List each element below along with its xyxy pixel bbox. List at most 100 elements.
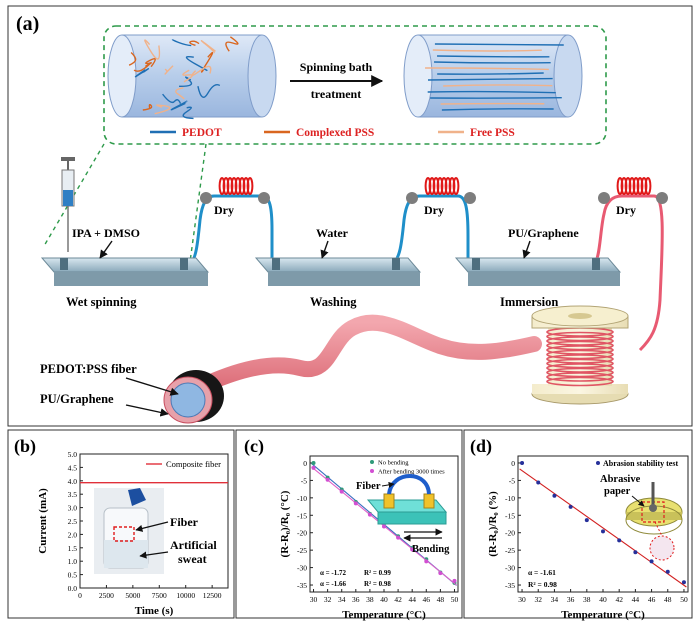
data-point — [520, 460, 525, 465]
x-tick-label: 40 — [380, 595, 388, 604]
data-point — [311, 465, 316, 470]
x-tick-label: 12500 — [203, 591, 222, 600]
y-tick-label: 4.5 — [68, 463, 78, 472]
x-tick-label: 38 — [366, 595, 374, 604]
fiber-pink — [468, 194, 664, 352]
panel-b-inset-photo — [94, 488, 164, 574]
x-tick-label: 36 — [567, 595, 575, 604]
r2-d: R² = 0.98 — [528, 580, 557, 589]
y-tick-label: 4.0 — [68, 477, 78, 486]
fiber-cross-section — [163, 370, 224, 424]
fit-line — [519, 468, 687, 588]
y-axis-label: (R-R₀)/R₀ (%) — [487, 491, 499, 557]
alpha-d: α = -1.61 — [528, 568, 556, 577]
y-tick-label: 1.0 — [68, 557, 78, 566]
legend-no-bending: No bending — [378, 460, 409, 467]
legend-after-bending: After bending 3000 times — [378, 469, 445, 476]
collection-spool — [531, 305, 629, 405]
step-immersion: Immersion — [500, 295, 558, 309]
x-tick-label: 50 — [680, 595, 688, 604]
x-tick-label: 0 — [78, 591, 82, 600]
data-point — [452, 578, 457, 583]
y-tick-label: -10 — [505, 494, 515, 503]
y-tick-label: -20 — [505, 529, 515, 538]
r2-1: R² = 0.99 — [364, 569, 391, 577]
panel-c-label: (c) — [244, 436, 264, 457]
dry-label-2: Dry — [424, 203, 444, 217]
y-tick-label: 0 — [511, 459, 515, 468]
y-tick-label: -35 — [297, 581, 307, 590]
alpha-1: α = -1.72 — [320, 569, 346, 577]
x-tick-label: 42 — [615, 595, 623, 604]
y-tick-label: 5.0 — [68, 450, 78, 459]
x-tick-label: 34 — [338, 595, 346, 604]
composite-fiber-tube — [170, 314, 542, 406]
y-tick-label: -25 — [297, 546, 307, 555]
step-washing: Washing — [310, 295, 357, 309]
y-axis-label: Current (mA) — [37, 488, 49, 554]
x-tick-label: 5000 — [125, 591, 140, 600]
heater-coil — [424, 177, 460, 195]
x-tick-label: 2500 — [99, 591, 114, 600]
y-tick-label: -30 — [297, 564, 307, 573]
y-axis-label: (R-R₀)/R₀ (°C) — [279, 490, 291, 557]
x-tick-label: 10000 — [176, 591, 195, 600]
data-point — [367, 512, 372, 517]
bath-wash — [254, 257, 422, 286]
y-tick-label: -30 — [505, 564, 515, 573]
data-point — [353, 501, 358, 506]
heater-coil — [218, 177, 254, 195]
x-tick-label: 32 — [324, 595, 332, 604]
roller — [406, 192, 418, 204]
y-tick-label: -5 — [301, 476, 307, 485]
x-tick-label: 42 — [394, 595, 402, 604]
x-tick-label: 44 — [408, 595, 416, 604]
water-label: Water — [316, 226, 349, 240]
data-point — [633, 550, 638, 555]
data-point — [665, 569, 670, 574]
x-tick-label: 48 — [437, 595, 445, 604]
panel-a: (a) Spinning bath treatment — [7, 5, 693, 427]
aligned-chains — [425, 43, 564, 111]
y-tick-label: 3.0 — [68, 504, 78, 513]
pedot-pss-fiber-label: PEDOT:PSS fiber — [40, 362, 137, 376]
heater-coil — [616, 177, 652, 195]
x-tick-label: 34 — [551, 595, 559, 604]
y-tick-label: 0 — [303, 459, 307, 468]
x-tick-label: 46 — [423, 595, 431, 604]
cylinder-before — [107, 34, 277, 118]
x-tick-label: 36 — [352, 595, 360, 604]
data-point — [552, 493, 557, 498]
x-tick-label: 30 — [518, 595, 526, 604]
y-tick-label: -35 — [505, 581, 515, 590]
x-tick-label: 7500 — [152, 591, 167, 600]
y-tick-label: -25 — [505, 546, 515, 555]
x-tick-label: 48 — [664, 595, 672, 604]
panel-c-inset-device — [366, 474, 448, 542]
data-point — [536, 480, 541, 485]
panel-b-label: (b) — [14, 436, 36, 457]
y-tick-label: 3.5 — [68, 490, 78, 499]
x-tick-label: 44 — [632, 595, 640, 604]
legend-swatch — [370, 469, 374, 473]
x-tick-label: 50 — [451, 595, 459, 604]
data-point — [601, 529, 605, 534]
legend-swatch — [596, 461, 600, 465]
data-point — [410, 547, 415, 552]
x-axis-label: Temperature (°C) — [342, 609, 426, 621]
inset-bending-label: Bending — [412, 544, 450, 555]
x-axis-label: Temperature (°C) — [561, 609, 645, 621]
roller — [258, 192, 270, 204]
legend-pedot: PEDOT — [182, 127, 222, 139]
legend-swatch — [370, 460, 374, 464]
x-tick-label: 32 — [534, 595, 542, 604]
data-point — [584, 518, 589, 523]
legend-abrasion: Abrasion stability test — [603, 459, 678, 468]
alpha-2: α = -1.66 — [320, 580, 346, 588]
random-chains — [128, 36, 239, 120]
inset-sweat-label-1: Artificial — [170, 538, 217, 552]
